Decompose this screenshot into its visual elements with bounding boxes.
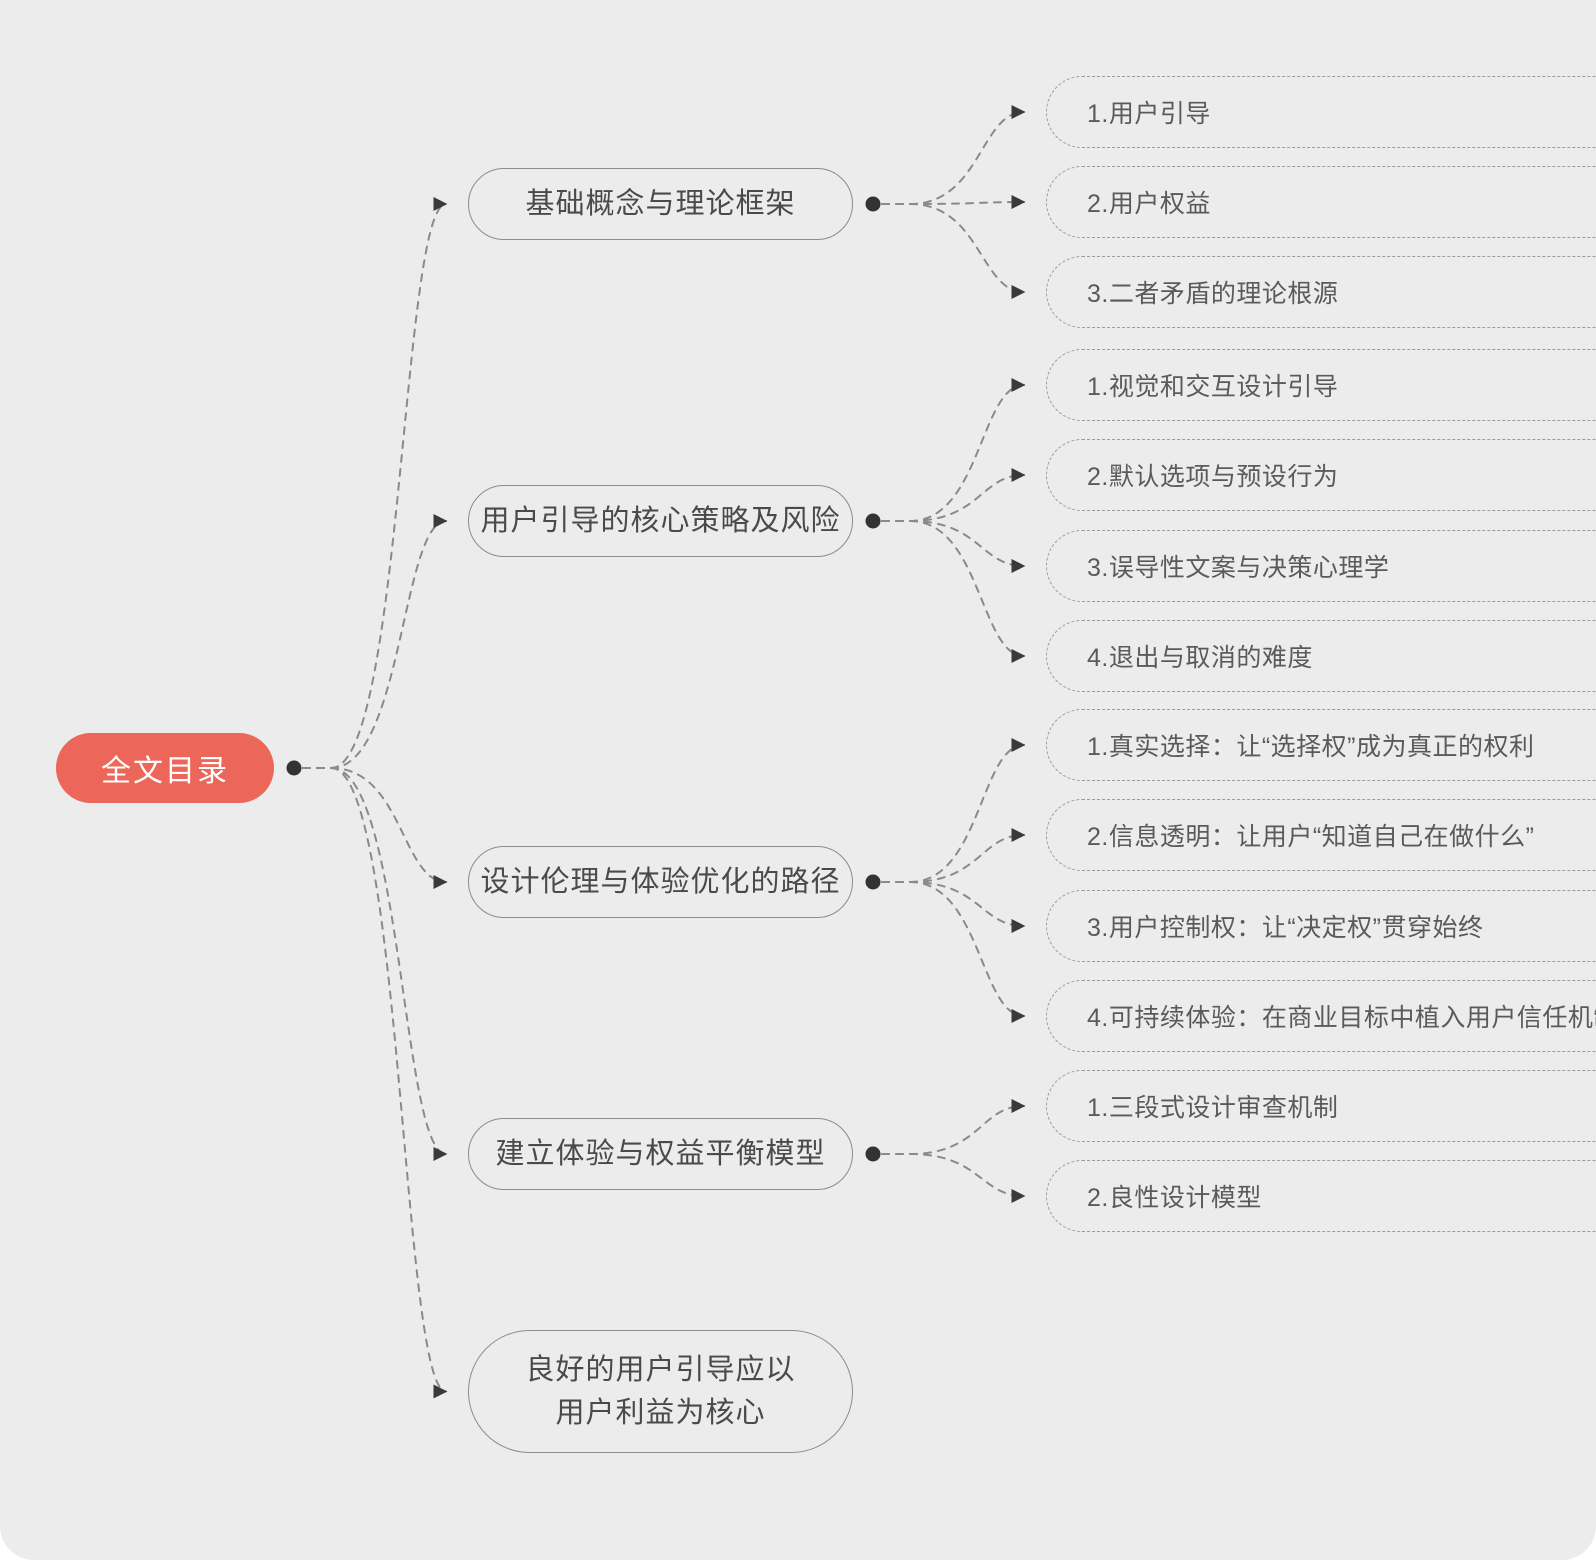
edge-path xyxy=(881,520,1026,663)
edge-path xyxy=(881,1099,1026,1155)
leaf-node-2-2[interactable]: 2.默认选项与预设行为 xyxy=(1046,439,1596,511)
branch-node-4[interactable]: 建立体验与权益平衡模型 xyxy=(468,1118,853,1190)
edge-path xyxy=(881,468,1026,522)
leaf-node-2-4-label: 4.退出与取消的难度 xyxy=(1087,644,1313,672)
leaf-node-2-3-label: 3.误导性文案与决策心理学 xyxy=(1087,554,1390,582)
leaf-node-4-1[interactable]: 1.三段式设计审查机制 xyxy=(1046,1070,1596,1142)
edge-path xyxy=(302,767,448,889)
edge-path xyxy=(881,881,1026,933)
branch-node-1[interactable]: 基础概念与理论框架 xyxy=(468,168,853,240)
connector-dot xyxy=(286,760,302,776)
branch-node-2[interactable]: 用户引导的核心策略及风险 xyxy=(468,485,853,557)
branch-node-4-label: 建立体验与权益平衡模型 xyxy=(495,1137,826,1170)
branch-node-2-label: 用户引导的核心策略及风险 xyxy=(480,504,841,537)
edge-path xyxy=(881,203,1026,299)
root-node-label: 全文目录 xyxy=(101,755,229,788)
edge-path xyxy=(302,767,448,1399)
leaf-node-2-1[interactable]: 1.视觉和交互设计引导 xyxy=(1046,349,1596,421)
branch-node-5-label: 良好的用户引导应以 用户利益为核心 xyxy=(525,1354,796,1429)
edge-path xyxy=(881,195,1026,210)
leaf-node-1-1-label: 1.用户引导 xyxy=(1087,100,1211,128)
leaf-node-3-3[interactable]: 3.用户控制权：让“决定权”贯穿始终 xyxy=(1046,890,1596,962)
leaf-node-1-1[interactable]: 1.用户引导 xyxy=(1046,76,1596,148)
edge-path xyxy=(302,514,448,769)
leaf-node-3-1[interactable]: 1.真实选择：让“选择权”成为真正的权利 xyxy=(1046,709,1596,781)
connector-dot xyxy=(865,513,881,529)
edge-path xyxy=(881,520,1026,573)
edge-path xyxy=(881,828,1026,883)
leaf-node-4-1-label: 1.三段式设计审查机制 xyxy=(1087,1094,1339,1122)
leaf-node-3-1-label: 1.真实选择：让“选择权”成为真正的权利 xyxy=(1087,733,1535,761)
leaf-node-3-4[interactable]: 4.可持续体验：在商业目标中植入用户信任机制 xyxy=(1046,980,1596,1052)
branch-node-1-label: 基础概念与理论框架 xyxy=(525,187,796,220)
edge-path xyxy=(881,738,1026,883)
edge-path xyxy=(881,881,1026,1023)
leaf-node-1-2[interactable]: 2.用户权益 xyxy=(1046,166,1596,238)
edge-path xyxy=(302,767,448,1161)
leaf-node-3-4-label: 4.可持续体验：在商业目标中植入用户信任机制 xyxy=(1087,1004,1596,1032)
leaf-node-1-3[interactable]: 3.二者矛盾的理论根源 xyxy=(1046,256,1596,328)
edge-path xyxy=(302,197,448,769)
leaf-node-2-1-label: 1.视觉和交互设计引导 xyxy=(1087,373,1339,401)
leaf-node-3-3-label: 3.用户控制权：让“决定权”贯穿始终 xyxy=(1087,914,1484,942)
branch-node-3-label: 设计伦理与体验优化的路径 xyxy=(480,865,841,898)
edge-path xyxy=(881,1153,1026,1203)
leaf-node-3-2[interactable]: 2.信息透明：让用户“知道自己在做什么” xyxy=(1046,799,1596,871)
leaf-node-2-4[interactable]: 4.退出与取消的难度 xyxy=(1046,620,1596,692)
leaf-node-1-3-label: 3.二者矛盾的理论根源 xyxy=(1087,280,1339,308)
root-node[interactable]: 全文目录 xyxy=(56,733,274,803)
leaf-node-2-3[interactable]: 3.误导性文案与决策心理学 xyxy=(1046,530,1596,602)
leaf-node-4-2[interactable]: 2.良性设计模型 xyxy=(1046,1160,1596,1232)
leaf-node-4-2-label: 2.良性设计模型 xyxy=(1087,1184,1262,1212)
edge-path xyxy=(881,378,1026,522)
branch-node-3[interactable]: 设计伦理与体验优化的路径 xyxy=(468,846,853,918)
leaf-node-3-2-label: 2.信息透明：让用户“知道自己在做什么” xyxy=(1087,823,1535,851)
connector-dot xyxy=(865,1146,881,1162)
connector-dot xyxy=(865,196,881,212)
leaf-node-2-2-label: 2.默认选项与预设行为 xyxy=(1087,463,1339,491)
leaf-node-1-2-label: 2.用户权益 xyxy=(1087,190,1211,218)
branch-node-5[interactable]: 良好的用户引导应以 用户利益为核心 xyxy=(468,1330,853,1453)
connector-dot xyxy=(865,874,881,890)
edge-path xyxy=(881,105,1026,205)
